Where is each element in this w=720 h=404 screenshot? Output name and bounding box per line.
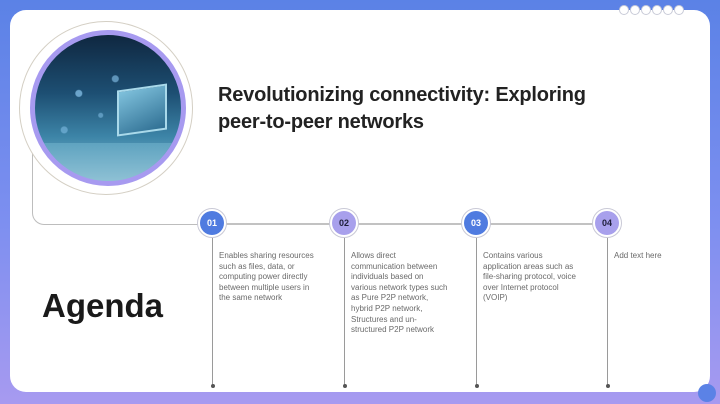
step-vertical-line [605,238,610,388]
dot-icon [619,5,629,15]
dot-icon [652,5,662,15]
dot-icon [674,5,684,15]
corner-circle-decoration [698,384,716,402]
hero-floor [35,143,181,181]
timeline-step-01: 01 Enables sharing resources such as fil… [197,208,327,388]
step-badge-ring: 01 [197,208,227,238]
slide-title: Revolutionizing connectivity: Exploring … [218,84,586,133]
step-description: Contains various application areas such … [483,251,576,303]
step-number-badge: 04 [595,211,619,235]
step-vertical-line [474,238,479,388]
dot-icon [630,5,640,15]
step-number-badge: 03 [464,211,488,235]
step-description: Enables sharing resources such as files,… [219,251,314,303]
timeline-step-04: 04 Add text here [592,208,720,388]
step-number-badge: 01 [200,211,224,235]
decorative-dots [619,5,684,15]
hero-image [30,30,186,186]
hero-screen [117,83,167,137]
step-description: Allows direct communication between indi… [351,251,448,335]
frame-connector-line [32,150,213,225]
step-vertical-line [210,238,215,388]
step-number-badge: 02 [332,211,356,235]
step-description[interactable]: Add text here [614,251,662,260]
timeline-step-02: 02 Allows direct communication between i… [329,208,459,388]
step-badge-ring: 03 [461,208,491,238]
step-badge-ring: 04 [592,208,622,238]
timeline-step-03: 03 Contains various application areas su… [461,208,591,388]
step-vertical-line [342,238,347,388]
step-badge-ring: 02 [329,208,359,238]
section-label: Agenda [42,287,164,324]
dot-icon [641,5,651,15]
dot-icon [663,5,673,15]
timeline-line [210,223,610,225]
